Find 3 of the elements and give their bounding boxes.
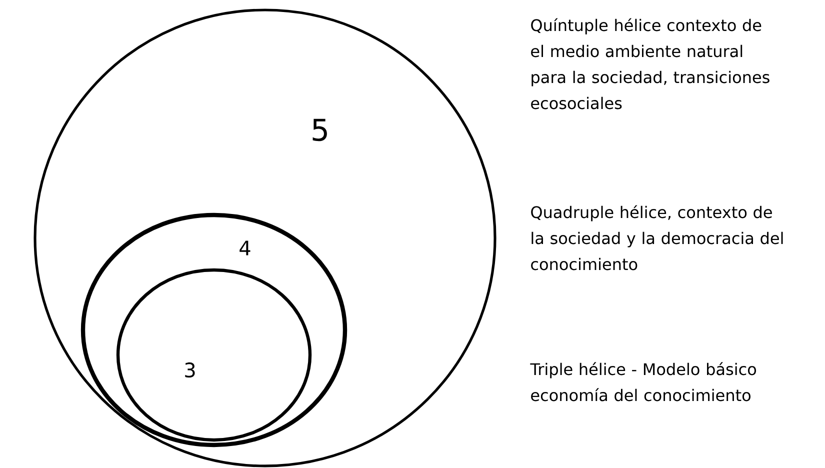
description-text: Quíntuple hélice contexto de el medio ambiente natural para la sociedad, transiciones ecosociales — [531, 18, 770, 110]
description-text: Quadruple hélice, contexto de la sociedad y la democracia del conocimiento — [531, 205, 783, 270]
description-text: Triple hélice - Modelo básico economía del conocimiento — [530, 362, 756, 402]
